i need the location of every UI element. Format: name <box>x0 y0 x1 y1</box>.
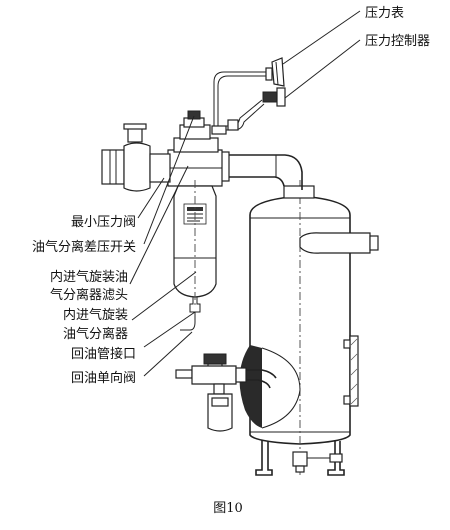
label-diff-pressure-switch: 油气分离差压开关 <box>32 239 136 255</box>
label-pressure-gauge: 压力表 <box>365 6 404 21</box>
separator-tank <box>249 180 359 475</box>
pressure-gauge-icon <box>265 57 285 87</box>
oil-return-tube <box>180 297 201 331</box>
label-min-pressure-valve: 最小压力阀 <box>71 215 136 230</box>
leader-lines <box>129 10 361 377</box>
tank-legs <box>255 440 345 476</box>
outlet-pipe <box>299 232 379 254</box>
label-separator-1: 内进气旋装 <box>63 307 128 323</box>
figure-caption: 图10 <box>213 501 243 516</box>
filter-head <box>167 110 223 187</box>
label-oil-check-valve: 回油单向阀 <box>71 370 136 386</box>
label-filter-head-1: 内进气旋装油 <box>50 269 128 285</box>
check-valve-assembly <box>175 353 277 432</box>
spin-on-separator <box>173 180 217 305</box>
gauge-tubing <box>211 71 266 135</box>
min-pressure-valve <box>101 123 171 192</box>
crossover-pipe <box>216 151 303 190</box>
label-oil-return-port: 回油管接口 <box>71 346 136 362</box>
pressure-controller-icon <box>262 87 286 107</box>
baffle <box>239 345 301 429</box>
label-separator-2: 油气分离器 <box>63 326 128 342</box>
label-pressure-controller: 压力控制器 <box>365 34 430 49</box>
label-filter-head-2: 气分离器滤头 <box>50 287 128 303</box>
